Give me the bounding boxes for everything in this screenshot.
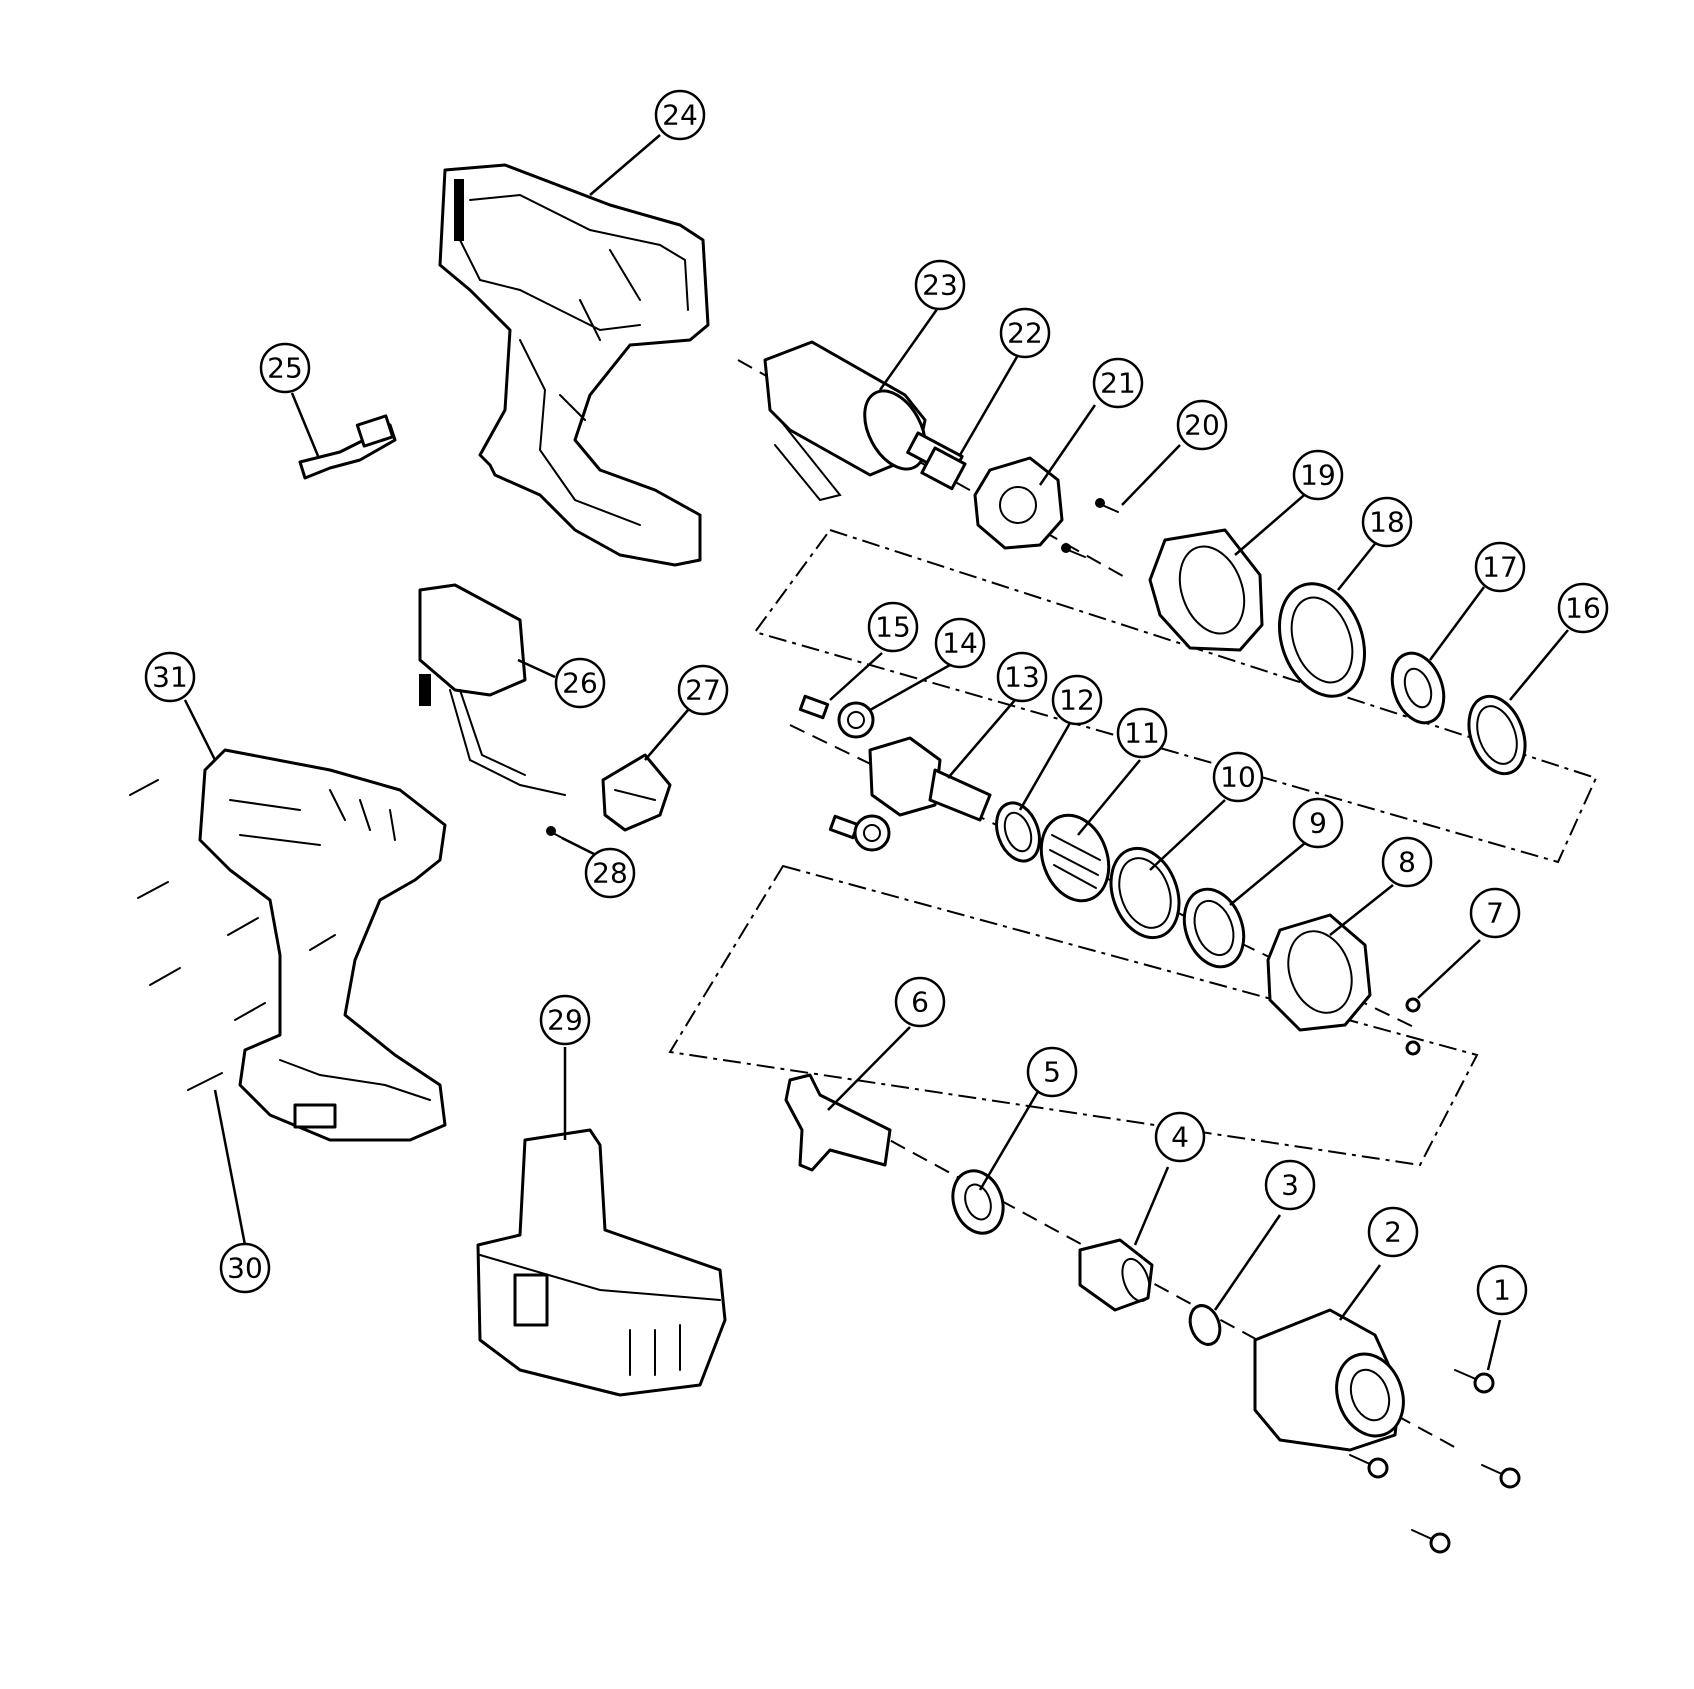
- callout-10: 10: [1212, 751, 1264, 803]
- callout-13: 13: [996, 651, 1048, 703]
- svg-text:2: 2: [1384, 1216, 1402, 1249]
- planet-carrier-spindle: [868, 736, 992, 822]
- svg-text:24: 24: [662, 99, 698, 132]
- spring: [1039, 813, 1111, 903]
- svg-text:28: 28: [592, 857, 628, 890]
- callout-17: 17: [1474, 541, 1526, 593]
- svg-text:20: 20: [1184, 409, 1220, 442]
- housing-left-half: [438, 163, 710, 567]
- callout-28: 28: [584, 847, 636, 899]
- svg-text:26: 26: [562, 667, 598, 700]
- svg-text:15: 15: [875, 611, 911, 644]
- callout-2: 2: [1367, 1206, 1419, 1258]
- callout-22: 22: [999, 307, 1051, 359]
- callout-4: 4: [1154, 1111, 1206, 1163]
- housing-slot: [454, 179, 464, 241]
- callout-12: 12: [1051, 674, 1103, 726]
- callout-1: 1: [1476, 1264, 1528, 1316]
- ring-gear: [1277, 582, 1367, 698]
- callout-20: 20: [1176, 399, 1228, 451]
- svg-text:11: 11: [1124, 717, 1160, 750]
- svg-text:12: 12: [1059, 684, 1095, 717]
- svg-text:17: 17: [1482, 551, 1518, 584]
- svg-text:18: 18: [1369, 506, 1405, 539]
- callout-8: 8: [1381, 836, 1433, 888]
- callout-14: 14: [934, 617, 986, 669]
- callout-19: 19: [1292, 449, 1344, 501]
- svg-text:8: 8: [1398, 846, 1416, 879]
- hammer: [1266, 913, 1372, 1032]
- callout-24: 24: [654, 89, 706, 141]
- direction-lever: [601, 753, 672, 832]
- battery-pack: [476, 1128, 727, 1397]
- svg-text:7: 7: [1486, 897, 1504, 930]
- svg-text:16: 16: [1565, 592, 1601, 625]
- hammer-group-box: [668, 864, 1479, 1167]
- callout-9: 9: [1292, 797, 1344, 849]
- bearing: [1390, 651, 1446, 725]
- trigger-link: [298, 414, 397, 480]
- callout-16: 16: [1557, 582, 1609, 634]
- svg-text:27: 27: [685, 674, 721, 707]
- o-ring: [1188, 1304, 1222, 1346]
- svg-text:10: 10: [1220, 761, 1256, 794]
- svg-text:14: 14: [942, 627, 978, 660]
- callout-31: 31: [144, 651, 196, 703]
- steel-balls: [1182, 887, 1246, 969]
- leader-lines: [183, 134, 1569, 1371]
- callout-6: 6: [894, 976, 946, 1028]
- gear-housing: [1148, 528, 1264, 652]
- svg-text:21: 21: [1100, 367, 1136, 400]
- callout-25: 25: [259, 342, 311, 394]
- housing-screws: [129, 779, 336, 1091]
- front-screws: [1349, 1369, 1521, 1554]
- svg-text:4: 4: [1171, 1121, 1189, 1154]
- callout-7: 7: [1469, 887, 1521, 939]
- washer-5: [951, 1169, 1005, 1235]
- front-housing: [1253, 1308, 1405, 1452]
- washer-12: [995, 801, 1041, 863]
- svg-text:22: 22: [1007, 317, 1043, 350]
- svg-text:1: 1: [1493, 1274, 1511, 1307]
- switch: [418, 583, 566, 796]
- housing-right-half: [198, 748, 447, 1142]
- callout-18: 18: [1361, 496, 1413, 548]
- svg-text:6: 6: [911, 986, 929, 1019]
- callout-21: 21: [1092, 357, 1144, 409]
- callout-27: 27: [677, 664, 729, 716]
- small-balls: [1405, 997, 1421, 1056]
- motor-plate-screws: [1061, 498, 1119, 558]
- planet-pins: [798, 694, 860, 840]
- callout-29: 29: [539, 994, 591, 1046]
- svg-text:19: 19: [1300, 459, 1336, 492]
- motor-plate: [973, 456, 1064, 550]
- callout-15: 15: [867, 601, 919, 653]
- anvil: [784, 1073, 892, 1172]
- callout-bubbles: 1 2 3 4 5 6 7 8 9 10 11 12 13 14 15 16 1…: [144, 89, 1609, 1316]
- svg-text:5: 5: [1043, 1056, 1061, 1089]
- svg-text:25: 25: [267, 352, 303, 385]
- callout-11: 11: [1116, 707, 1168, 759]
- callout-26: 26: [554, 657, 606, 709]
- svg-text:9: 9: [1309, 807, 1327, 840]
- svg-text:30: 30: [227, 1252, 263, 1285]
- svg-text:29: 29: [547, 1004, 583, 1037]
- svg-text:13: 13: [1004, 661, 1040, 694]
- washer-10: [1109, 846, 1181, 940]
- callout-30: 30: [219, 1242, 271, 1294]
- pinion: [920, 446, 967, 491]
- bushing: [1078, 1238, 1154, 1312]
- svg-text:23: 23: [922, 269, 958, 302]
- washer-16: [1467, 694, 1527, 776]
- callout-23: 23: [914, 259, 966, 311]
- switch-terminal: [419, 674, 431, 706]
- svg-text:3: 3: [1281, 1169, 1299, 1202]
- callout-3: 3: [1264, 1159, 1316, 1211]
- planet-gears: [837, 701, 891, 852]
- callout-5: 5: [1026, 1046, 1078, 1098]
- svg-text:31: 31: [152, 661, 188, 694]
